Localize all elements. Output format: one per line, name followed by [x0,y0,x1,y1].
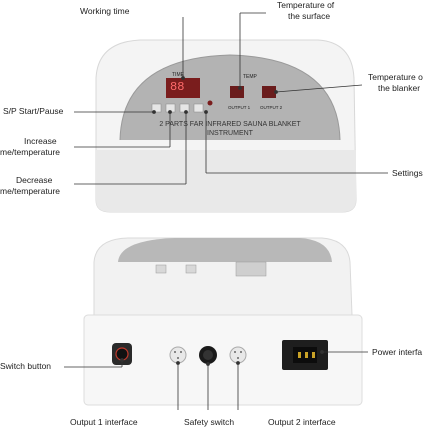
callout-output1: Output 1 interface [70,417,138,427]
time-display [166,78,200,98]
bottom-device [83,237,363,406]
time-display-value: 88 [170,80,185,94]
callout-decrease-line2: me/temperature [0,186,60,196]
callout-increase-line2: me/temperature [0,147,60,157]
callout-working-time: Working time [80,6,130,16]
callout-safety-switch: Safety switch [184,417,235,427]
brand-line2: INSTRUMENT [207,130,253,137]
start-pause-button[interactable] [151,103,162,113]
control-panel-rear-view [118,238,332,262]
rear-panel [83,314,363,406]
output2-connector[interactable] [229,346,247,364]
settings-button[interactable] [193,103,204,113]
callout-temperature-blanket-line2: the blanker [378,83,421,93]
output2-label: OUTPUT 2 [260,105,283,110]
brand-line1: 2 PARTS FAR INFRARED SAUNA BLANKET [159,121,301,128]
temp-display-output1 [230,86,244,98]
callout-power-interface: Power interfa [372,347,423,357]
callout-lines [64,12,388,410]
callout-temperature-surface-line2: the surface [288,11,331,21]
panel-time-label: TIME [172,72,184,78]
decrease-button[interactable] [179,103,190,113]
callout-start-pause: S/P Start/Pause [3,106,64,116]
callout-switch-button: Switch button [0,361,52,371]
output1-label: OUTPUT 1 [228,105,251,110]
button-row [151,100,213,113]
callout-settings: Settings [392,168,423,178]
top-device [95,39,357,213]
callout-temperature-surface-line1: Temperature of [277,0,335,10]
panel-temp-label: TEMP [243,74,257,80]
indicator-led [207,100,213,106]
callout-increase-line1: Increase [24,136,57,146]
callout-output2: Output 2 interface [268,417,336,427]
callout-decrease-line1: Decrease [16,175,53,185]
output1-connector[interactable] [169,346,187,364]
callout-temperature-blanket-line1: Temperature o [368,72,423,82]
temp-display-output2 [262,86,276,98]
